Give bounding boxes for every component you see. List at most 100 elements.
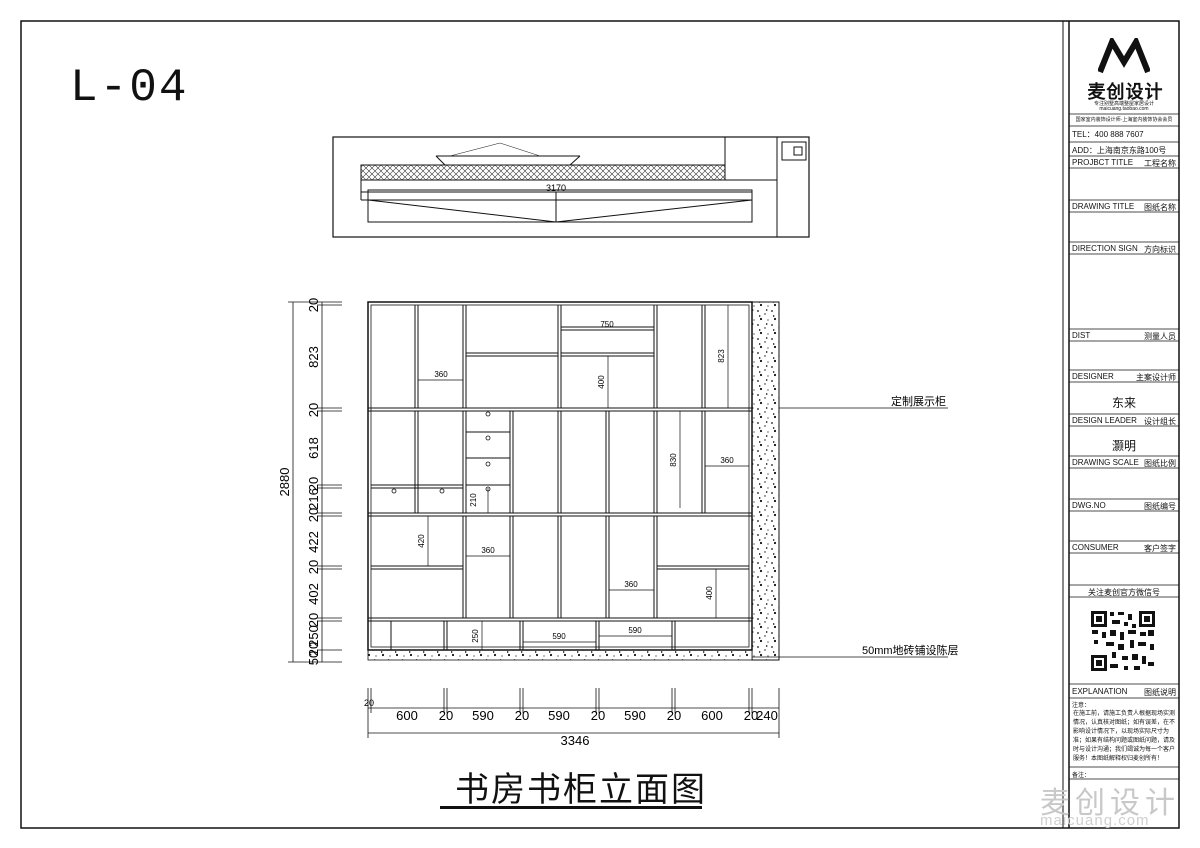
- dim-text: 20: [667, 708, 681, 723]
- tb-project-title: PROJBCT TITLE 工程名称: [1069, 158, 1179, 169]
- dim-text: 600: [396, 708, 418, 723]
- tb-tel: TEL：400 888 7607: [1069, 129, 1179, 140]
- dim-text: 240: [756, 708, 778, 723]
- title-block-lines: [1069, 113, 1179, 780]
- label-cn: 图纸说明: [1144, 688, 1176, 697]
- dim-text: 400: [597, 375, 606, 389]
- dim-text: 250: [471, 629, 480, 643]
- brand-name: 麦创设计: [1087, 82, 1164, 102]
- brand-logo-icon: [1098, 38, 1150, 74]
- horizontal-dim-labels: 20 600 20 590 20 590 20 590 20 600 20 24…: [364, 698, 778, 748]
- brand-slogan: 专注别墅高端整屋家居设计: [1093, 101, 1154, 107]
- dim-text: 20: [306, 642, 321, 656]
- label-en: EXPLANATION: [1072, 687, 1128, 696]
- bookcase-elevation: 750 360 400 823 830 360 210 420 360 360 …: [277, 298, 959, 748]
- drawer-knobs: [391, 411, 491, 494]
- inner-dim-lines: [418, 305, 749, 650]
- dim-text: 20: [306, 403, 321, 417]
- dim-text: 823: [306, 346, 321, 368]
- label-cn: 方向标识: [1144, 245, 1176, 254]
- remark-label-row: 备注：: [1069, 770, 1179, 779]
- dim-text: 20: [306, 508, 321, 522]
- label-cn: 测量人员: [1144, 332, 1176, 341]
- dim-text: 590: [548, 708, 570, 723]
- label-cn: 工程名称: [1144, 159, 1176, 168]
- label-cn: 图纸名称: [1144, 203, 1176, 212]
- callout-cabinet: 定制展示柜: [891, 394, 946, 408]
- explanation-notes: 在施工前，请施工负责人根据现场实测情况，认真核对图纸；如有误差，在不影响设计情况…: [1073, 711, 1176, 762]
- address-text: ADD：上海南京东路100号: [1072, 146, 1167, 155]
- dim-text: 400: [705, 586, 714, 600]
- dim-text: 216: [306, 488, 321, 510]
- dim-text: 20: [591, 708, 605, 723]
- dim-text: 360: [624, 580, 638, 589]
- label-en: DIST: [1072, 331, 1091, 340]
- label-en: DIRECTION SIGN: [1072, 244, 1138, 253]
- tb-designer: DESIGNER 主案设计师: [1069, 372, 1179, 383]
- notes-label-row: 注意：: [1069, 700, 1179, 709]
- plan-width-dim: 3170: [546, 183, 566, 193]
- label-en: DESIGNER: [1072, 372, 1114, 381]
- label-cn: 图纸比例: [1144, 459, 1176, 468]
- label-en: DRAWING SCALE: [1072, 458, 1139, 467]
- dim-text: 250: [306, 625, 321, 647]
- dim-text: 830: [669, 453, 678, 467]
- dim-text: 2880: [277, 468, 292, 497]
- label-cn: 图纸编号: [1144, 502, 1176, 511]
- dim-text: 20: [306, 477, 321, 491]
- dim-text: 420: [417, 534, 426, 548]
- dim-text: 590: [624, 708, 646, 723]
- label-cn: 客户签字: [1144, 544, 1176, 553]
- label-en: DWG.NO: [1072, 501, 1106, 510]
- dim-text: 50: [306, 651, 321, 665]
- dim-text: 823: [717, 349, 726, 363]
- dim-text: 590: [472, 708, 494, 723]
- designer-name: 东来: [1111, 396, 1136, 410]
- dim-text: 618: [306, 437, 321, 459]
- inner-dim-labels: 750 360 400 823 830 360 210 420 360 360 …: [417, 320, 734, 643]
- tb-address: ADD：上海南京东路100号: [1069, 145, 1179, 156]
- label-en: DRAWING TITLE: [1072, 202, 1135, 211]
- watermark-brand: 麦创设计: [1040, 787, 1180, 820]
- callout-floor: 50mm地砖铺设陈层: [862, 643, 959, 657]
- brand-association: 国家室内装饰设计师·上海室内装饰协会会员: [1075, 117, 1173, 123]
- brand-url: maicuang.taobao.com: [1099, 106, 1149, 112]
- tel-text: TEL：400 888 7607: [1072, 130, 1144, 139]
- dim-text: 20: [306, 298, 321, 312]
- title-underline: [440, 806, 702, 809]
- label-en: PROJBCT TITLE: [1072, 158, 1134, 167]
- remark-label: 备注：: [1072, 773, 1091, 779]
- vertical-dim-lines: [288, 301, 342, 663]
- notes-label: 注意：: [1072, 703, 1091, 709]
- drawing-title: 书房书柜立面图: [455, 772, 707, 809]
- vertical-dim-labels: 2880 20 823 20 618 20 216 20 422 20 402 …: [277, 298, 321, 665]
- dim-text: 600: [701, 708, 723, 723]
- qr-code-icon: [1090, 610, 1156, 672]
- dim-text: 20: [744, 708, 758, 723]
- dim-text: 360: [481, 546, 495, 555]
- dim-text: 20: [439, 708, 453, 723]
- tb-drawing-scale: DRAWING SCALE 图纸比例: [1069, 458, 1179, 469]
- dim-text: 402: [306, 583, 321, 605]
- label-cn: 设计组长: [1144, 417, 1176, 426]
- shelf-grid: [368, 305, 752, 650]
- label-en: DESIGN LEADER: [1072, 416, 1137, 425]
- dim-text: 20: [306, 560, 321, 574]
- horizontal-dim-lines: [367, 688, 780, 738]
- watermark-url: maicuang.com: [1040, 812, 1150, 829]
- sheet-id: L-04: [70, 62, 189, 114]
- dim-text: 750: [600, 320, 614, 329]
- dim-text: 590: [552, 632, 566, 641]
- tb-dwg-no: DWG.NO 图纸编号: [1069, 501, 1179, 512]
- tb-design-leader: DESIGN LEADER 设计组长: [1069, 416, 1179, 427]
- label-en: CONSUMER: [1072, 543, 1119, 552]
- dim-text: 360: [720, 456, 734, 465]
- dim-text: 590: [628, 626, 642, 635]
- dim-text: 20: [306, 613, 321, 627]
- dim-text: 210: [469, 493, 478, 507]
- dim-text: 20: [515, 708, 529, 723]
- tb-explanation: EXPLANATION 图纸说明: [1069, 687, 1179, 698]
- dim-text: 422: [306, 531, 321, 553]
- label-cn: 主案设计师: [1136, 373, 1176, 382]
